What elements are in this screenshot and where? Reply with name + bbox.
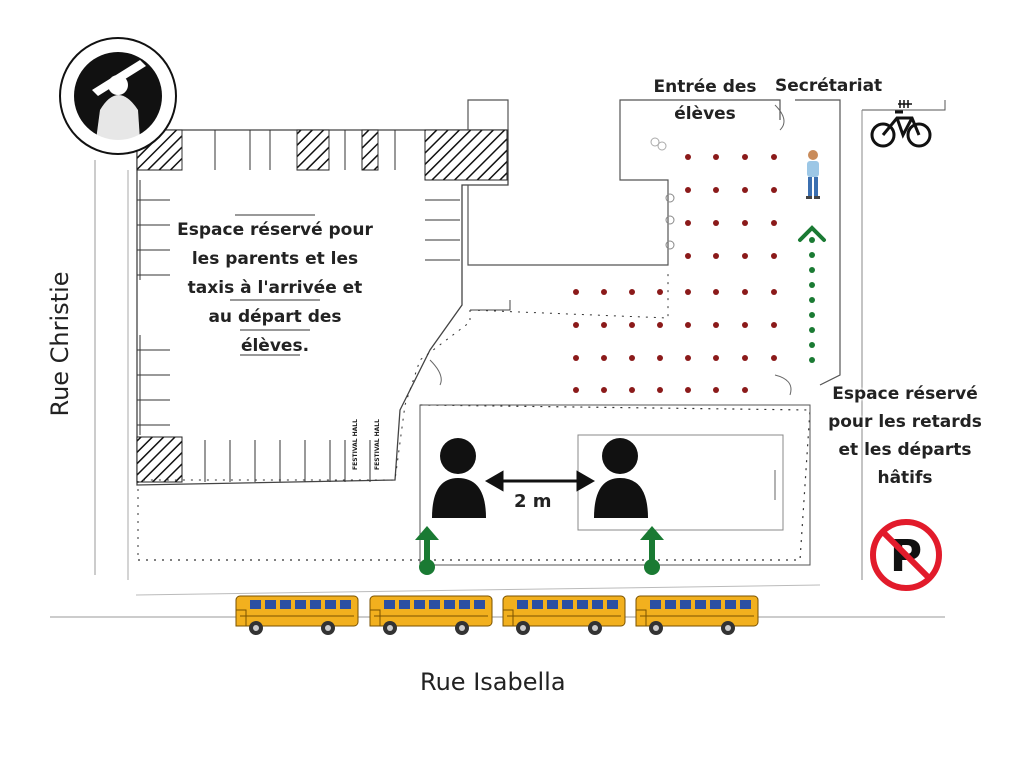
schoolyard-area — [419, 404, 811, 566]
festival-hall-label: FESTIVAL HALL — [352, 419, 359, 470]
street-label-rue-christie: Rue Christie — [46, 271, 74, 417]
bicycle-icon — [870, 100, 932, 148]
school-logo — [59, 37, 177, 155]
school-bus-icon — [235, 595, 359, 635]
student-entrance-label: Entrée des élèves — [653, 77, 757, 124]
green-dotted-arrow-up — [798, 225, 826, 363]
distance-arrow — [484, 470, 596, 492]
parents-zone-label: Espace réservé pour les parents et les t… — [177, 220, 373, 356]
person-silhouette-icon — [432, 438, 486, 518]
parking-lot-outline — [136, 129, 509, 486]
person-silhouette-icon — [594, 438, 648, 518]
school-bus-icon — [369, 595, 493, 635]
festival-hall-label: FESTIVAL HALL — [374, 419, 381, 470]
green-arrow-up — [640, 526, 664, 575]
distance-label: 2 m — [514, 491, 552, 512]
school-bus-icon — [502, 595, 626, 635]
student-icon — [806, 150, 820, 199]
school-building — [467, 99, 781, 266]
green-arrow-up — [415, 526, 439, 575]
no-parking-icon: P — [870, 519, 942, 591]
dotted-fence — [138, 270, 669, 481]
street-label-rue-isabella: Rue Isabella — [420, 668, 566, 696]
school-bus-icon — [635, 595, 759, 635]
distancing-dots — [573, 154, 777, 393]
secretariat-label: Secrétariat — [775, 76, 883, 96]
late-zone-label: Espace réservé pour les retards et les d… — [828, 384, 982, 488]
